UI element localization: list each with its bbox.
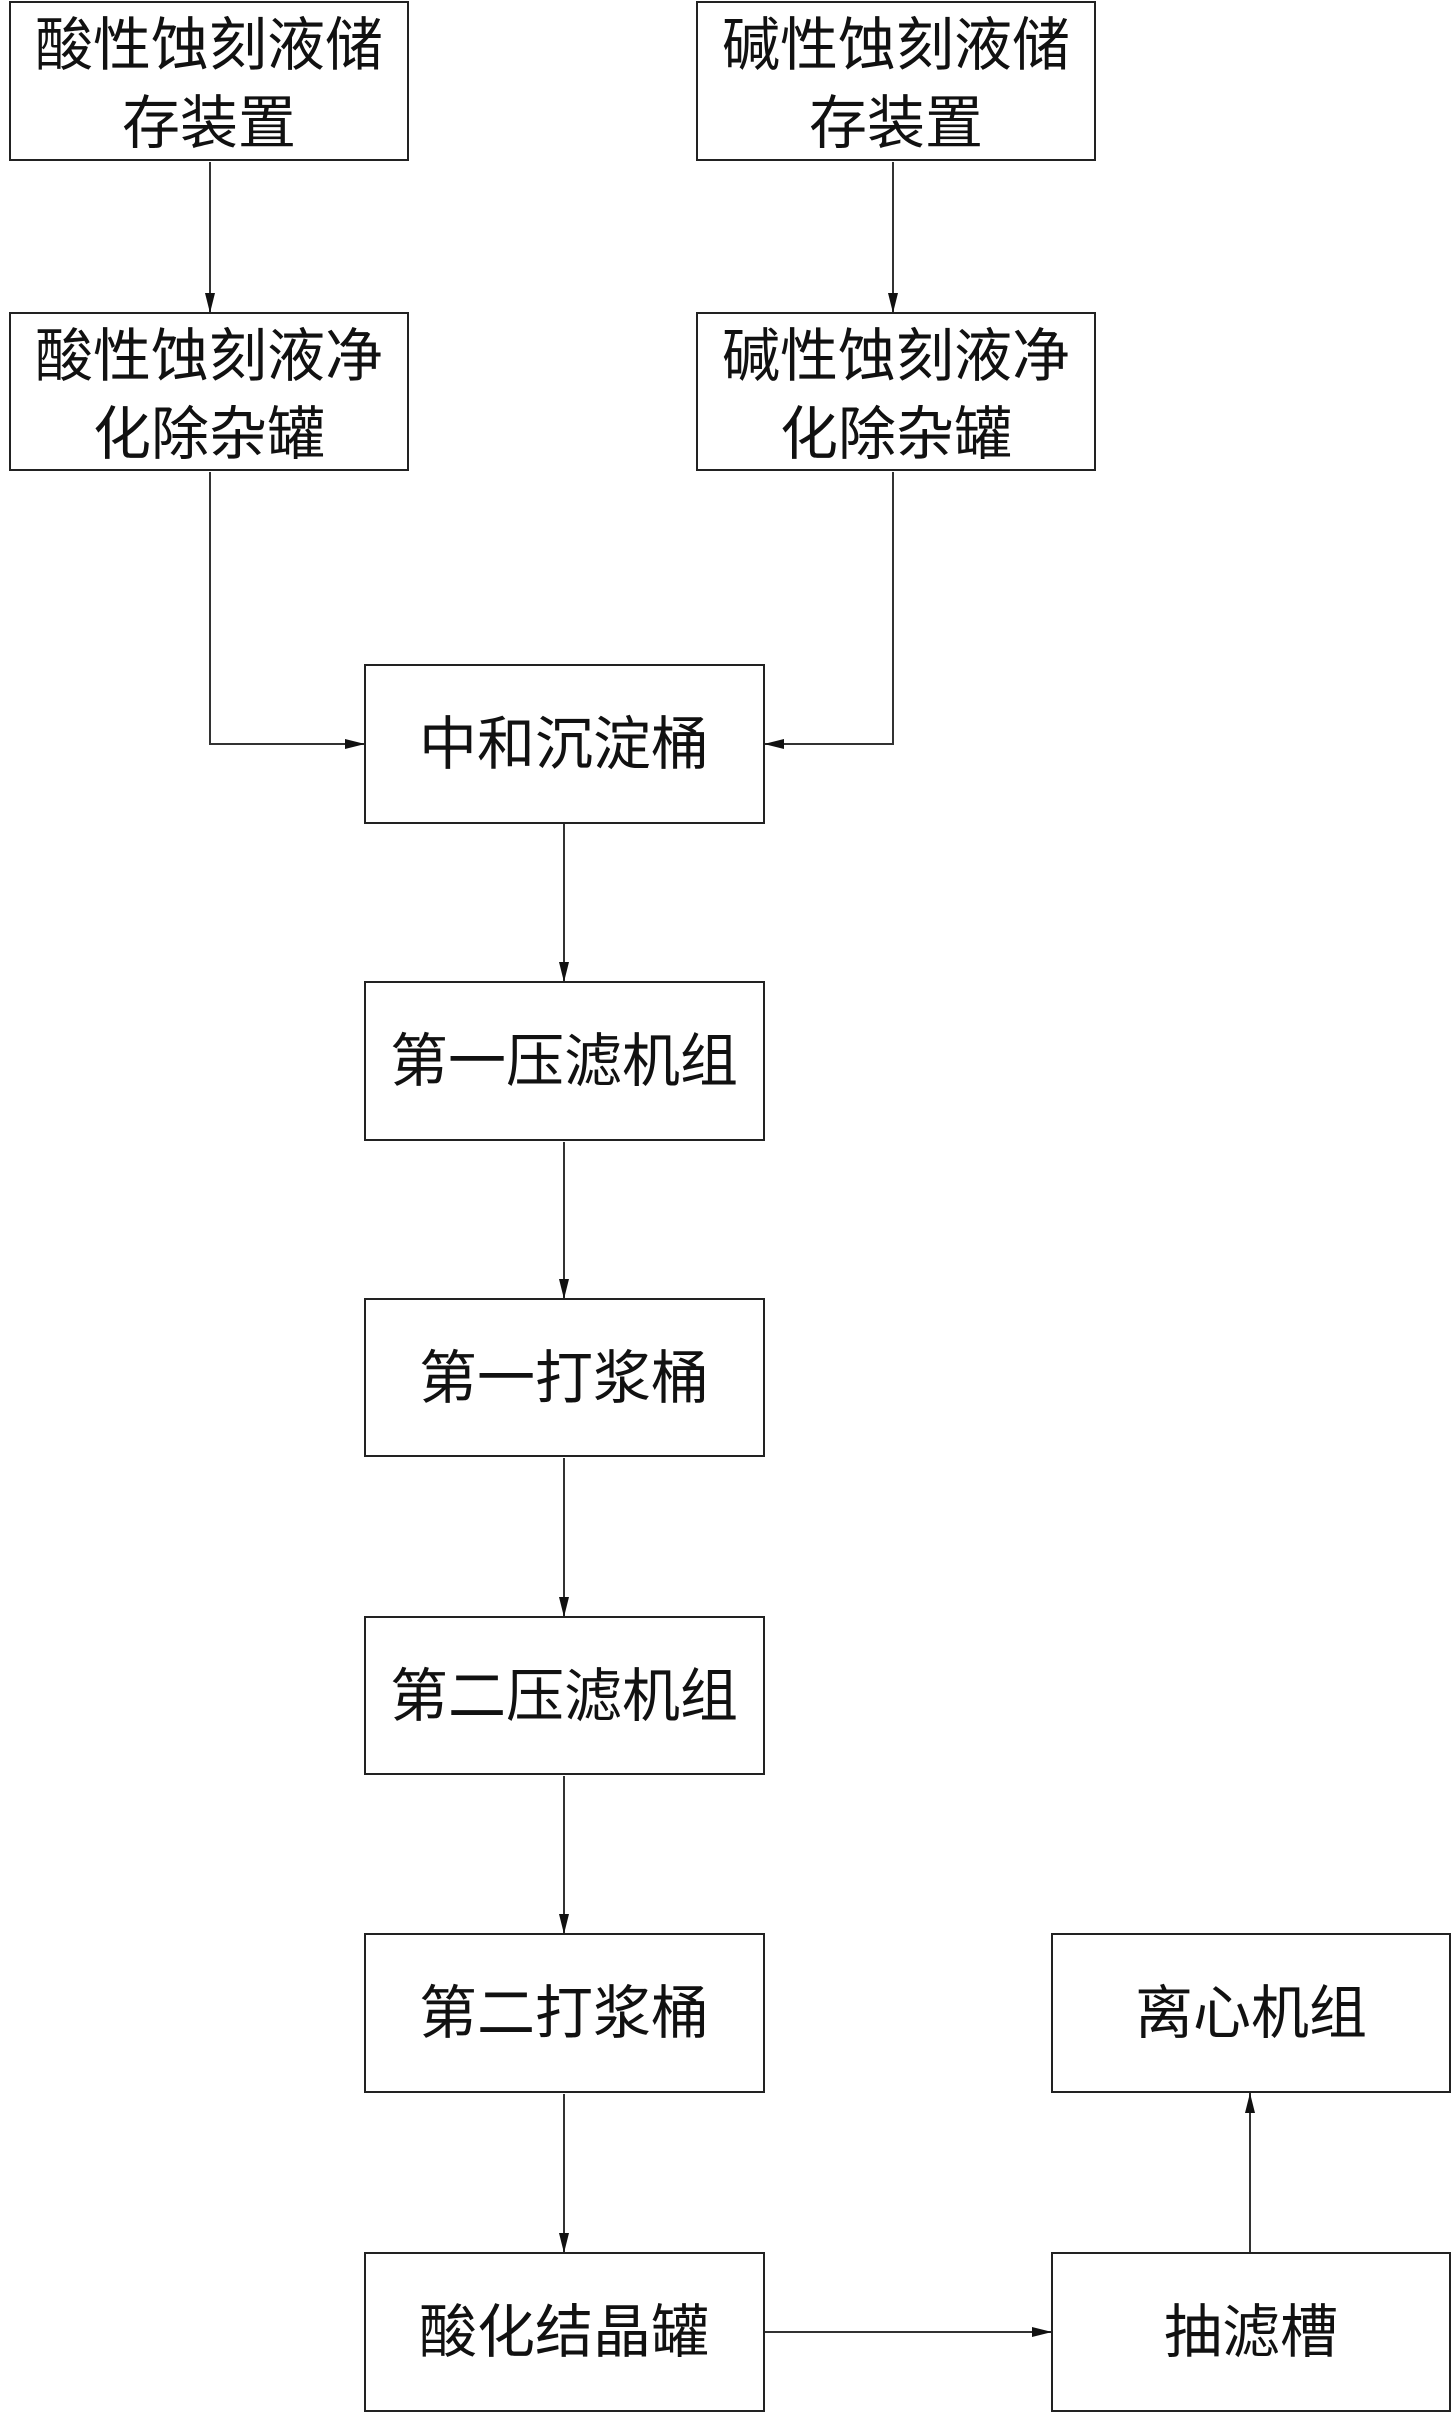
node-press2-label: 第二压滤机组 <box>390 1662 738 1730</box>
node-slurry2: 第二打浆桶 <box>364 1933 765 2093</box>
node-press1-label: 第一压滤机组 <box>390 1027 738 1095</box>
edge-alkali-purify-to-neutralize <box>764 472 894 749</box>
node-neutralize-label: 中和沉淀桶 <box>419 710 709 778</box>
node-neutralize: 中和沉淀桶 <box>364 664 765 824</box>
node-acid-storage: 酸性蚀刻液储 存装置 <box>9 1 409 161</box>
node-centrifuge-label: 离心机组 <box>1135 1979 1367 2047</box>
node-acid-purify: 酸性蚀刻液净 化除杂罐 <box>9 312 409 471</box>
node-acidify: 酸化结晶罐 <box>364 2252 765 2412</box>
node-slurry2-label: 第二打浆桶 <box>419 1979 709 2047</box>
node-acid-purify-line-2: 化除杂罐 <box>93 400 325 468</box>
node-acid-purify-line-1: 酸性蚀刻液净 <box>35 322 383 390</box>
node-alkali-storage: 碱性蚀刻液储 存装置 <box>696 1 1096 161</box>
node-suction: 抽滤槽 <box>1051 2252 1451 2412</box>
node-acidify-label: 酸化结晶罐 <box>419 2298 709 2366</box>
node-press2: 第二压滤机组 <box>364 1616 765 1775</box>
node-acid-storage-line-2: 存装置 <box>122 89 296 157</box>
node-alkali-storage-line-2: 存装置 <box>809 89 983 157</box>
edges <box>205 162 1255 2337</box>
node-alkali-storage-line-1: 碱性蚀刻液储 <box>722 11 1070 79</box>
nodes: 酸性蚀刻液储 存装置 碱性蚀刻液储 存装置 酸性蚀刻液净 化除杂罐 碱性蚀刻液净… <box>9 1 1451 2412</box>
node-slurry1: 第一打浆桶 <box>364 1298 765 1457</box>
node-suction-label: 抽滤槽 <box>1164 2298 1338 2366</box>
node-press1: 第一压滤机组 <box>364 981 765 1141</box>
edge-acid-purify-to-neutralize <box>209 472 365 749</box>
node-alkali-purify-line-1: 碱性蚀刻液净 <box>722 322 1070 390</box>
node-centrifuge: 离心机组 <box>1051 1933 1451 2093</box>
node-slurry1-label: 第一打浆桶 <box>419 1344 709 1412</box>
node-alkali-purify: 碱性蚀刻液净 化除杂罐 <box>696 312 1096 471</box>
node-acid-storage-line-1: 酸性蚀刻液储 <box>35 11 383 79</box>
node-alkali-purify-line-2: 化除杂罐 <box>780 400 1012 468</box>
